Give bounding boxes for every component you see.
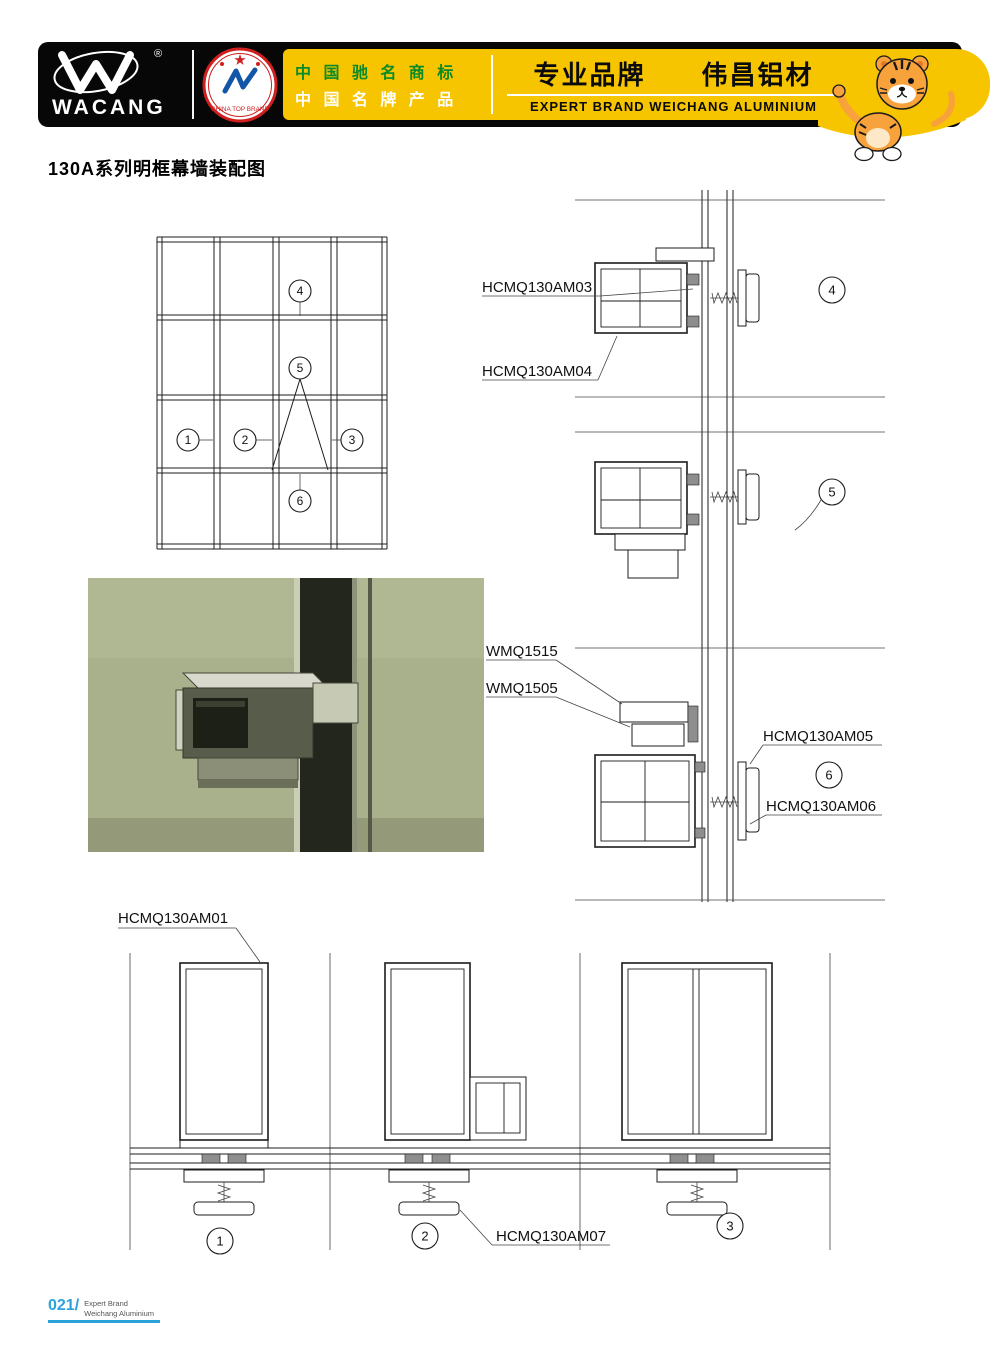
brand-logo-text: WACANG bbox=[52, 96, 166, 119]
break-lines bbox=[575, 199, 885, 901]
banner-honor-line2: 中 国 名 牌 产 品 bbox=[295, 92, 458, 109]
section-detail-5 bbox=[594, 461, 760, 579]
callout-5-circle bbox=[818, 478, 846, 506]
label-hcmq130am05: HCMQ130AM05 bbox=[749, 728, 882, 765]
curtain-wall-grid bbox=[156, 236, 388, 550]
label-hcmq130am03: HCMQ130AM03 bbox=[482, 279, 694, 297]
label-hcmq130am07: HCMQ130AM07 bbox=[459, 1209, 610, 1246]
callout-4-circle bbox=[818, 276, 846, 304]
section-detail-2 bbox=[384, 962, 527, 1216]
callout-5: 5 bbox=[297, 361, 304, 375]
profile-3d-photo bbox=[88, 578, 484, 852]
header-bar: ® WACANG CHINA TOP BRAND 中 国 驰 名 商 标 中 国… bbox=[38, 42, 990, 162]
brand-slogan-en: EXPERT BRAND WEICHANG ALUMINIUM bbox=[530, 99, 817, 114]
callout-5: 5 bbox=[828, 485, 835, 500]
aluminium-profile-render bbox=[175, 672, 359, 788]
opening-symbol bbox=[271, 378, 329, 471]
section-detail-4 bbox=[594, 247, 760, 334]
label-hcmq130am06: HCMQ130AM06 bbox=[749, 798, 882, 825]
label-hcmq130am01: HCMQ130AM01 bbox=[118, 910, 261, 963]
svg-text:HCMQ130AM06: HCMQ130AM06 bbox=[766, 798, 876, 815]
callout-6: 6 bbox=[297, 494, 304, 508]
footer: 021/ Expert Brand Weichang Aluminium bbox=[48, 1298, 154, 1319]
break-lines bbox=[129, 953, 831, 1250]
header-divider bbox=[192, 50, 194, 119]
banner-slogan: 专业品牌 伟昌铝材 EXPERT BRAND WEICHANG ALUMINIU… bbox=[493, 55, 990, 114]
callout-3: 3 bbox=[349, 433, 356, 447]
callout-1-circle bbox=[206, 1227, 234, 1255]
callout-2: 2 bbox=[421, 1229, 428, 1244]
banner-divider bbox=[491, 55, 493, 114]
footer-tagline: Expert Brand Weichang Aluminium bbox=[84, 1298, 154, 1319]
section-detail-3 bbox=[621, 962, 773, 1216]
callout-6: 6 bbox=[825, 768, 832, 783]
section-detail-6 bbox=[594, 701, 760, 848]
banner-honors: 中 国 驰 名 商 标 中 国 名 牌 产 品 bbox=[283, 59, 491, 110]
callout-4: 4 bbox=[828, 283, 835, 298]
wacang-w-logo-icon bbox=[53, 50, 139, 94]
svg-text:HCMQ130AM07: HCMQ130AM07 bbox=[496, 1228, 606, 1245]
footer-tag-line1: Expert Brand bbox=[84, 1299, 128, 1308]
tiger-mascot-icon bbox=[818, 55, 966, 162]
callout-4: 4 bbox=[297, 284, 304, 298]
page-title: 130A系列明框幕墙装配图 bbox=[48, 159, 267, 179]
seal-emblem-icon bbox=[222, 67, 258, 94]
curtain-wall-elevation-diagram: 4 5 6 1 2 3 bbox=[156, 236, 388, 550]
svg-text:HCMQ130AM01: HCMQ130AM01 bbox=[118, 910, 228, 927]
callout-3-circle bbox=[716, 1212, 744, 1240]
svg-text:HCMQ130AM03: HCMQ130AM03 bbox=[482, 279, 592, 296]
brand-slogan-cn: 专业品牌 伟昌铝材 bbox=[533, 60, 814, 90]
callout-5-leader bbox=[794, 499, 822, 531]
brand-banner: 中 国 驰 名 商 标 中 国 名 牌 产 品 专业品牌 伟昌铝材 EXPERT… bbox=[283, 49, 990, 120]
horizontal-section-drawing: 1 2 HCMQ130AM07 bbox=[118, 910, 831, 1255]
svg-text:WMQ1505: WMQ1505 bbox=[486, 680, 558, 697]
elevation-callouts: 4 5 6 1 2 3 bbox=[176, 279, 364, 513]
vertical-section-drawing: HCMQ130AM03 HCMQ130AM04 4 5 bbox=[482, 190, 885, 902]
glass-lines bbox=[701, 190, 734, 902]
label-wmq1515: WMQ1515 bbox=[486, 643, 623, 705]
footer-tag-line2: Weichang Aluminium bbox=[84, 1308, 155, 1318]
page-number: 021/ bbox=[48, 1297, 80, 1314]
callout-2-circle bbox=[411, 1222, 439, 1250]
seal-caption: CHINA TOP BRAND bbox=[211, 106, 270, 113]
star-icon bbox=[234, 54, 246, 65]
label-hcmq130am04: HCMQ130AM04 bbox=[482, 335, 618, 381]
callout-6-circle bbox=[815, 761, 843, 789]
callout-1: 1 bbox=[185, 433, 192, 447]
svg-text:HCMQ130AM04: HCMQ130AM04 bbox=[482, 363, 592, 380]
svg-text:HCMQ130AM05: HCMQ130AM05 bbox=[763, 728, 873, 745]
svg-text:WMQ1515: WMQ1515 bbox=[486, 643, 558, 660]
callout-2: 2 bbox=[242, 433, 249, 447]
seal-badge-icon: CHINA TOP BRAND bbox=[202, 47, 278, 123]
callout-1: 1 bbox=[216, 1234, 223, 1249]
banner-rule bbox=[507, 94, 840, 96]
registered-mark: ® bbox=[154, 48, 163, 60]
banner-honor-line1: 中 国 驰 名 商 标 bbox=[295, 65, 458, 82]
footer-rule bbox=[48, 1320, 160, 1323]
label-wmq1505: WMQ1505 bbox=[486, 680, 631, 728]
section-detail-1 bbox=[179, 962, 269, 1216]
callout-3: 3 bbox=[726, 1219, 733, 1234]
